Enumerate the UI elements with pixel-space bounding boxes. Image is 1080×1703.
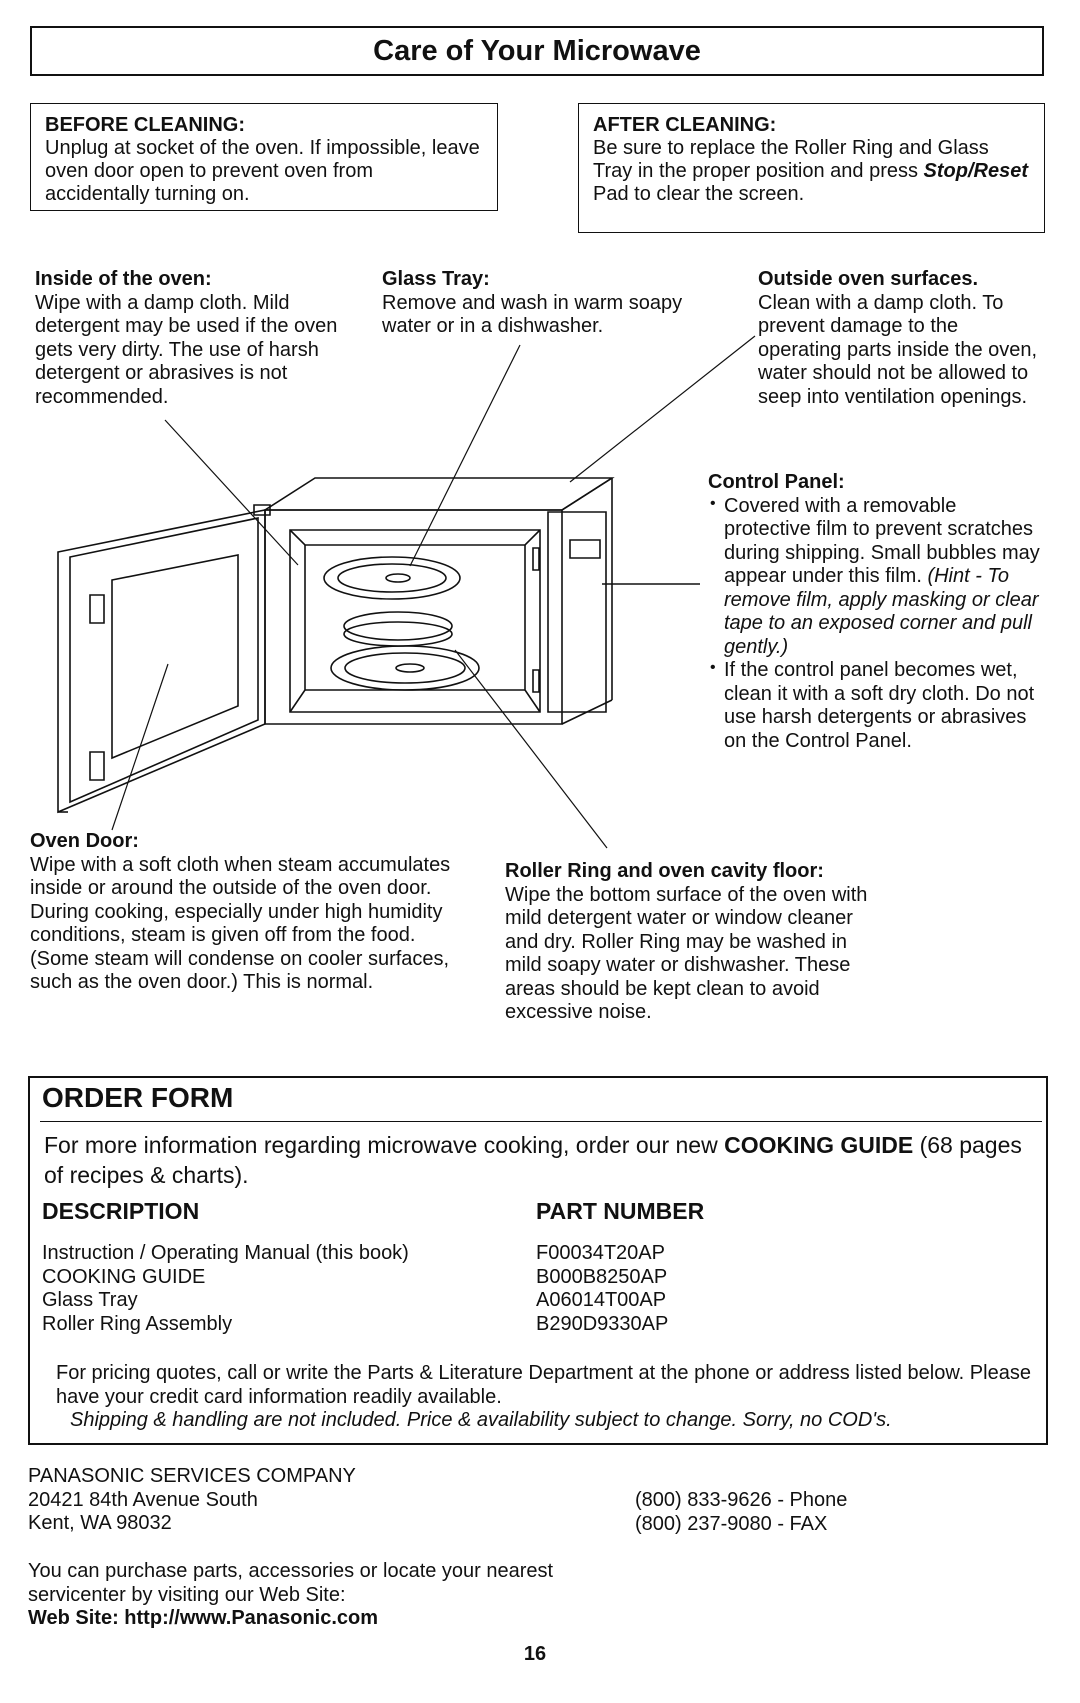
floor-tray-drawing [331,646,479,690]
stop-reset-label: Stop/Reset [923,160,1029,182]
page-number: 16 [523,1643,547,1665]
control-panel-bullet-1-text: Covered with a removable protective film… [724,494,1040,588]
outside-surfaces-text: Clean with a damp cloth. To prevent dama… [758,291,1038,408]
after-cleaning-heading: AFTER CLEANING: [593,114,777,136]
table-row: COOKING GUIDE [42,1265,206,1288]
glass-tray-drawing [324,557,460,599]
glass-tray-heading: Glass Tray: [382,268,490,290]
table-row: F00034T20AP [536,1242,665,1264]
description-list: Instruction / Operating Manual (this boo… [42,1242,409,1336]
roller-ring-label: Roller Ring and oven cavity floor: Wipe … [505,860,885,1025]
control-panel-bullet-1: Covered with a removable protective film… [708,492,1043,660]
control-panel-bullet-2: If the control panel becomes wet, clean … [708,656,1043,753]
order-form-divider [40,1121,1042,1122]
after-cleaning-text-2: Pad to clear the screen. [593,183,805,205]
table-row: B000B8250AP [536,1265,668,1288]
glass-tray-text: Remove and wash in warm soapy water or i… [382,291,683,338]
web-info: You can purchase parts, accessories or l… [28,1560,568,1631]
company-address-line-1: 20421 84th Avenue South [28,1488,258,1511]
latch-slot-upper [533,548,539,570]
before-cleaning-text: Unplug at socket of the oven. If impossi… [45,137,480,205]
control-panel-bullet-2-text: If the control panel becomes wet, clean … [724,659,1035,752]
roller-ring-heading: Roller Ring and oven cavity floor: [505,860,824,882]
before-cleaning-box: BEFORE CLEANING: Unplug at socket of the… [30,103,498,211]
table-row: B290D9330AP [536,1312,669,1335]
control-panel-drawing [548,512,700,712]
part-number-list: F00034T20AP B000B8250AP A06014T00AP B290… [536,1242,668,1336]
web-info-text: You can purchase parts, accessories or l… [28,1560,554,1606]
after-cleaning-text-1: Be sure to replace the Roller Ring and G… [593,137,989,182]
order-form: ORDER FORM For more information regardin… [28,1076,1048,1445]
inside-oven-label: Inside of the oven: Wipe with a damp clo… [35,268,355,409]
oven-door-heading: Oven Door: [30,830,139,852]
latch-slot-lower [533,670,539,692]
order-intro-text-2: (68 pages of recipes & charts). [44,1132,1022,1188]
control-panel-label: Control Panel: Covered with a removable … [708,471,1043,753]
web-site-link[interactable]: Web Site: http://www.Panasonic.com [28,1607,379,1629]
order-intro-text-1: For more information regarding microwave… [44,1132,725,1158]
part-number-column-header: PART NUMBER [536,1198,705,1224]
oven-door-label: Oven Door: Wipe with a soft cloth when s… [30,830,460,995]
after-cleaning-box: AFTER CLEANING: Be sure to replace the R… [578,103,1045,233]
control-panel-heading: Control Panel: [708,471,845,493]
roller-ring-drawing [344,612,452,646]
company-address-line-2: Kent, WA 98032 [28,1512,172,1534]
shipping-disclaimer: Shipping & handling are not included. Pr… [70,1409,892,1431]
pricing-text: For pricing quotes, call or write the Pa… [56,1362,1031,1408]
order-form-title: ORDER FORM [42,1082,234,1113]
outside-surfaces-label: Outside oven surfaces. Clean with a damp… [758,268,1040,409]
table-row: A06014T00AP [536,1289,667,1311]
page-title: Care of Your Microwave [30,26,1044,76]
inside-oven-heading: Inside of the oven: [35,268,212,290]
table-row: Glass Tray [42,1289,138,1311]
company-contacts: (800) 833-9626 - Phone (800) 237-9080 - … [635,1489,935,1536]
inside-oven-text: Wipe with a damp cloth. Mild detergent m… [35,291,338,408]
company-fax: (800) 237-9080 - FAX [635,1512,828,1535]
company-phone: (800) 833-9626 - Phone [635,1489,848,1511]
company-address: PANASONIC SERVICES COMPANY 20421 84th Av… [28,1465,448,1536]
before-cleaning-heading: BEFORE CLEANING: [45,114,245,136]
description-column-header: DESCRIPTION [42,1198,200,1224]
microwave-illustration [0,0,1080,1000]
outside-surfaces-heading: Outside oven surfaces. [758,268,979,290]
roller-ring-text: Wipe the bottom surface of the oven with… [505,883,868,1024]
glass-tray-label: Glass Tray: Remove and wash in warm soap… [382,268,712,339]
order-form-intro: For more information regarding microwave… [44,1130,1034,1190]
order-intro-bold: COOKING GUIDE [724,1132,914,1158]
pricing-note: For pricing quotes, call or write the Pa… [56,1362,1036,1433]
company-name: PANASONIC SERVICES COMPANY [28,1465,356,1487]
control-panel-hint: (Hint - To remove film, apply masking or… [724,565,1039,658]
leader-lines [112,336,755,848]
table-row: Instruction / Operating Manual (this boo… [42,1242,409,1264]
oven-door-drawing [58,505,270,812]
table-row: Roller Ring Assembly [42,1312,233,1335]
oven-door-text: Wipe with a soft cloth when steam accumu… [30,853,451,994]
